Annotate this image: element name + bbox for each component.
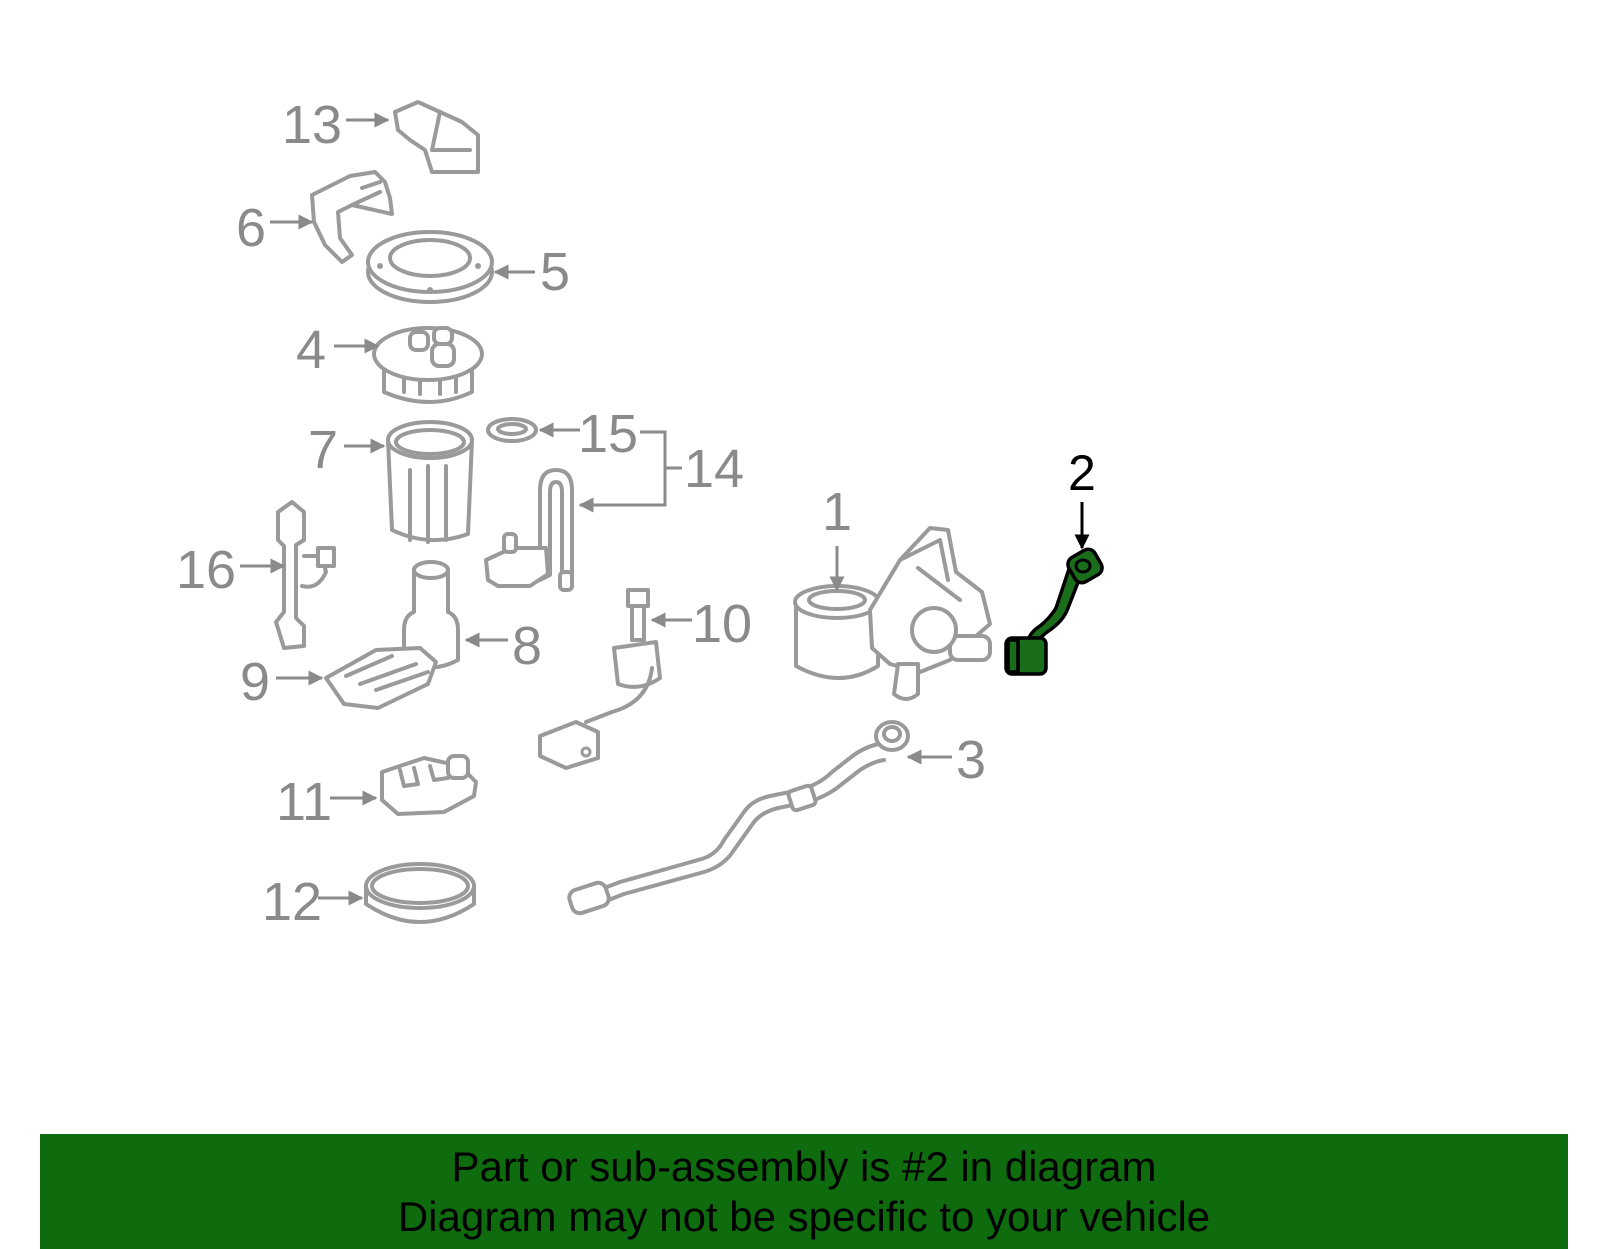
callout-9: 9 — [240, 652, 270, 712]
part-15-o-ring — [486, 417, 538, 443]
part-16-sender-bracket — [274, 500, 336, 650]
callout-14: 14 — [684, 439, 744, 499]
callout-13: 13 — [282, 95, 342, 155]
part-4-flange — [372, 326, 484, 404]
part-5-lock-ring — [366, 230, 494, 304]
banner-line-2: Diagram may not be specific to your vehi… — [397, 1192, 1211, 1240]
callout-16: 16 — [176, 540, 236, 600]
banner-line-1: Part or sub-assembly is #2 in diagram — [451, 1142, 1157, 1190]
callout-8: 8 — [512, 616, 542, 676]
callout-4: 4 — [296, 320, 326, 380]
part-13-connector — [393, 100, 480, 174]
callout-2: 2 — [1068, 445, 1096, 501]
callout-6: 6 — [236, 198, 266, 258]
callout-7: 7 — [308, 420, 338, 480]
part-14-hose — [484, 468, 574, 592]
part-3-vent-hose — [567, 720, 910, 916]
part-12-gasket — [364, 862, 476, 924]
part-7-reservoir — [386, 420, 474, 544]
callout-12: 12 — [262, 872, 322, 932]
callout-5: 5 — [540, 242, 570, 302]
part-1-filler-valve — [793, 526, 992, 701]
part-2-highlighted-hose[interactable] — [1004, 546, 1105, 676]
part-10-sending-unit — [538, 588, 662, 770]
callout-3: 3 — [956, 730, 986, 790]
callout-1: 1 — [822, 482, 852, 542]
info-banner: Part or sub-assembly is #2 in diagram Di… — [40, 1134, 1568, 1249]
callout-15: 15 — [578, 404, 638, 464]
part-9-strainer — [324, 646, 438, 710]
info-banner-bg — [40, 1134, 1568, 1249]
callout-11: 11 — [276, 772, 332, 832]
part-6-clip — [310, 170, 394, 264]
callout-10: 10 — [692, 594, 752, 654]
part-11-bracket — [380, 754, 478, 816]
